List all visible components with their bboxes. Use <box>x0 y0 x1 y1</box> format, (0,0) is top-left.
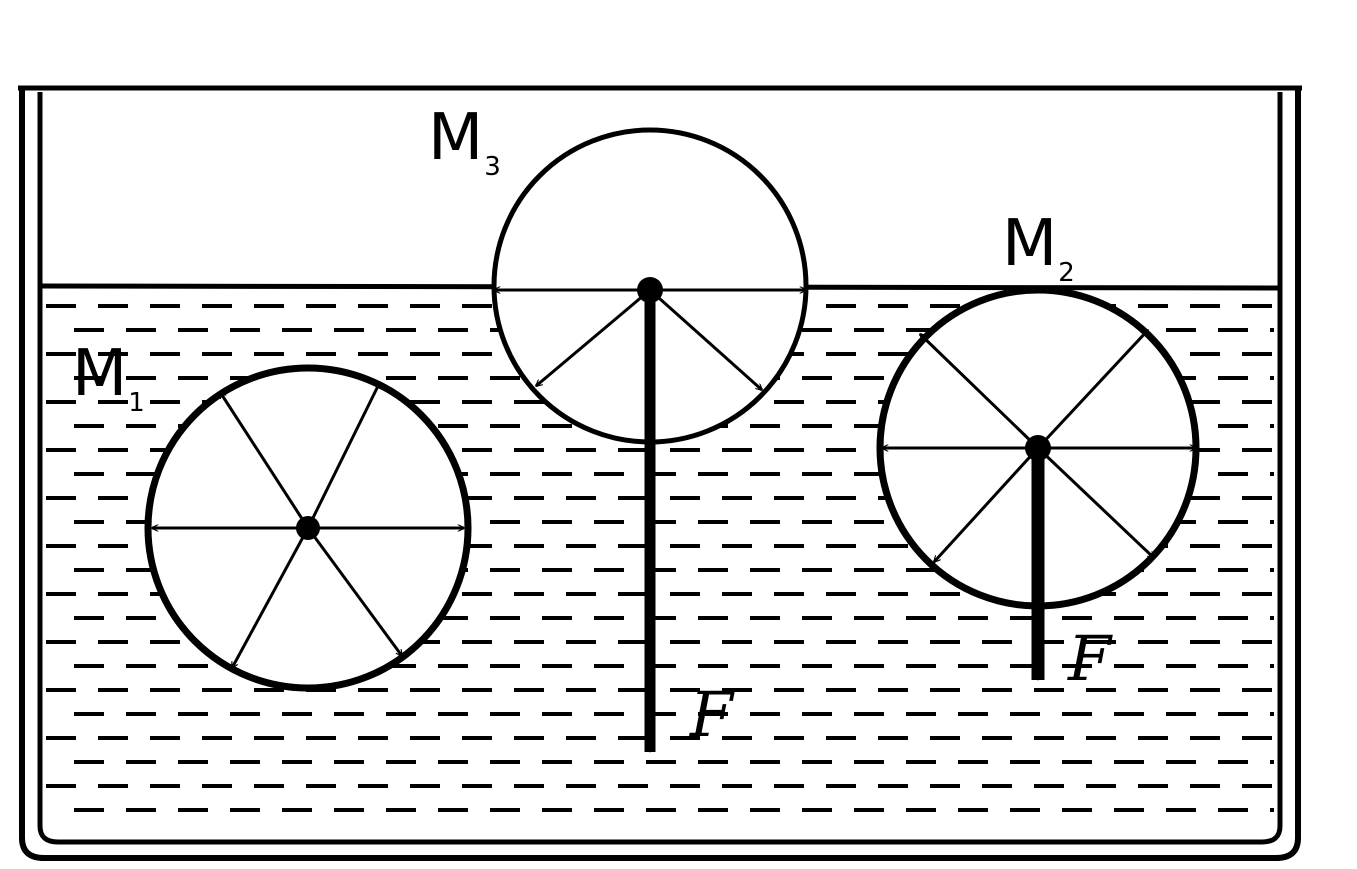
m1-arrow-down-right <box>306 527 404 656</box>
m2-arrow-down-right <box>1036 446 1154 558</box>
m1-arrow-up-right <box>306 382 382 529</box>
label-m3: M3 <box>428 101 501 182</box>
m2-arrow-down-left <box>934 446 1040 562</box>
vessel <box>18 85 1302 861</box>
m1-arrow-up-left <box>218 392 310 529</box>
vessel-outer-wall <box>19 88 1301 861</box>
label-m1: M1 <box>72 337 145 418</box>
label-m2: M2 <box>1002 207 1075 288</box>
sphere-m1-pressure-arrows <box>152 382 464 668</box>
m3-arrow-down-right <box>649 288 762 390</box>
sphere-m2-center <box>1025 435 1051 461</box>
sphere-m2 <box>876 286 1200 681</box>
m1-arrow-down-left <box>230 527 310 668</box>
sphere-m3-pressure-arrows <box>494 290 806 390</box>
m3-arrow-down-left <box>536 288 651 386</box>
m2-arrow-up-right <box>1036 330 1148 450</box>
vessel-inner-wall <box>37 92 1283 845</box>
sphere-m2-pressure-arrows <box>882 330 1196 562</box>
sphere-m1-center <box>296 516 320 540</box>
force-label-m3: F <box>690 678 734 751</box>
m2-arrow-up-left <box>920 334 1040 450</box>
sphere-m3 <box>491 127 809 753</box>
sphere-m3-center <box>637 277 663 303</box>
force-label-m2: F <box>1068 622 1112 695</box>
sphere-m1 <box>144 364 472 692</box>
